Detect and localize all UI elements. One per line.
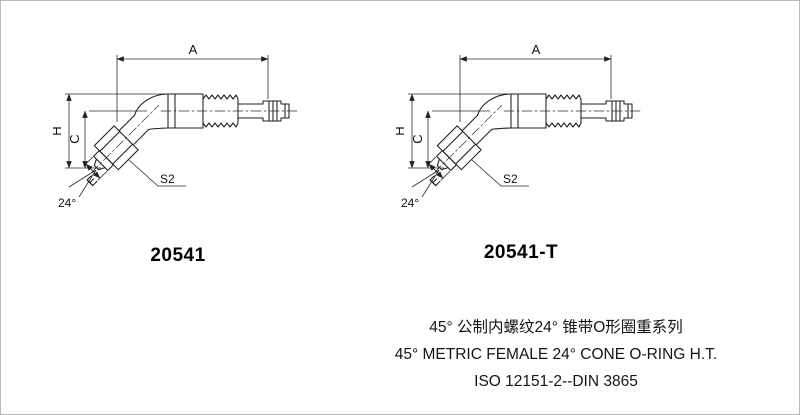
fitting-drawing-20541: [53, 31, 303, 241]
caption-line-standard: ISO 12151-2--DIN 3865: [474, 373, 638, 390]
fitting-drawing-20541-t: [396, 31, 646, 241]
caption-line-english: 45° METRIC FEMALE 24° CONE O-RING H.T.: [394, 346, 718, 363]
model-number-20541: 20541: [150, 245, 206, 266]
caption-block: 45° 公制内螺纹24° 锥带O形圈重系列 45° METRIC FEMALE …: [319, 314, 793, 395]
caption-line-chinese: 45° 公制内螺纹24° 锥带O形圈重系列: [429, 319, 683, 336]
model-number-20541-t: 20541-T: [483, 242, 559, 263]
